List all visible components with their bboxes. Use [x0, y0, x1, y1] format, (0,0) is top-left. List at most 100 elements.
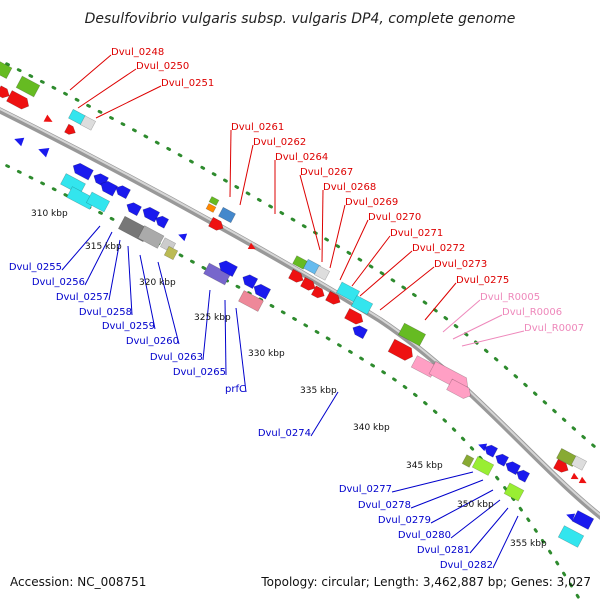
gene-arrow: [0, 85, 10, 99]
gene-label: Dvul_0248: [111, 47, 164, 58]
gene-label: Dvul_0279: [378, 515, 431, 526]
gene-arrow: [495, 453, 510, 467]
gene-label: Dvul_0260: [126, 336, 179, 347]
accession-text: Accession: NC_008751: [10, 575, 146, 589]
gene-label: Dvul_0261: [231, 122, 284, 133]
leader-line: [339, 219, 369, 281]
gene-label: Dvul_0259: [102, 321, 155, 332]
gene-arrow: [446, 378, 471, 399]
gene-arrow: [43, 114, 53, 122]
tick-dot-line: [0, 160, 582, 600]
gene-label: Dvul_0275: [456, 275, 509, 286]
gene-label: Dvul_0264: [275, 152, 328, 163]
leader-line: [379, 266, 435, 311]
leader-line: [139, 254, 156, 330]
leader-line: [359, 250, 413, 297]
gene-arrow: [387, 338, 413, 361]
gene-box: [137, 225, 165, 249]
gene-arrow: [115, 185, 131, 200]
leader-line: [461, 330, 525, 347]
leader-line: [391, 471, 474, 493]
gene-arrow: [516, 469, 531, 483]
gene-label: Dvul_0278: [358, 500, 411, 511]
scale-label: 330 kbp: [248, 349, 285, 359]
leader-line: [157, 261, 180, 345]
gene-label: Dvul_0265: [173, 367, 226, 378]
gene-box: [238, 290, 264, 312]
gene-arrow: [72, 162, 94, 181]
leader-line: [224, 299, 227, 376]
gene-arrow: [484, 444, 499, 458]
leader-line: [95, 85, 162, 119]
gene-box: [350, 295, 374, 315]
gene-label: Dvul_0256: [32, 277, 85, 288]
gene-label: Dvul_0270: [368, 212, 421, 223]
map-title: Desulfovibrio vulgaris subsp. vulgaris D…: [85, 11, 516, 27]
tick-dot-lines: [0, 58, 600, 600]
gene-box: [471, 456, 495, 476]
gene-label: Dvul_0271: [390, 228, 443, 239]
scale-label: 315 kbp: [85, 242, 122, 252]
gene-arrow: [253, 283, 272, 300]
leader-line: [424, 282, 457, 321]
gene-box: [0, 61, 13, 79]
gene-box: [205, 203, 217, 213]
gene-arrow: [288, 268, 304, 283]
gene-box: [218, 206, 236, 224]
gene-label: Dvul_0257: [56, 292, 109, 303]
leader-line: [61, 225, 101, 271]
leader-line: [442, 299, 481, 333]
gene-box: [461, 454, 475, 468]
gene-arrow: [6, 90, 30, 110]
gene-arrow: [155, 215, 170, 229]
label-leader-lines: [61, 54, 525, 569]
genome-backbone: [0, 107, 600, 520]
leader-line: [235, 307, 247, 393]
gene-box: [15, 75, 41, 98]
leader-line: [77, 68, 137, 109]
gene-box: [557, 525, 585, 548]
gene-box: [313, 265, 331, 281]
gene-arrow: [352, 325, 368, 340]
gene-arrow: [14, 137, 25, 147]
scale-label: 310 kbp: [31, 209, 68, 219]
gene-features: [0, 61, 595, 548]
leader-line: [299, 174, 321, 251]
gene-label: Dvul_0263: [150, 352, 203, 363]
leader-line: [229, 129, 232, 198]
leader-line: [410, 479, 484, 509]
leader-line: [202, 289, 211, 361]
leader-line: [452, 314, 503, 340]
gene-label: Dvul_0262: [253, 137, 306, 148]
gene-arrow: [178, 233, 188, 242]
leader-line: [351, 235, 391, 287]
gene-arrow: [208, 216, 224, 231]
gene-label: Dvul_0255: [9, 262, 62, 273]
gene-label: Dvul_0250: [136, 61, 189, 72]
gene-arrow: [505, 461, 521, 476]
gene-box: [85, 191, 111, 213]
gene-label: Dvul_0251: [161, 78, 214, 89]
leader-line: [430, 489, 494, 524]
scale-label: 340 kbp: [353, 423, 390, 433]
tick-dot-line: [0, 58, 600, 453]
gene-arrow: [242, 274, 259, 290]
gene-label: Dvul_0281: [417, 545, 470, 556]
leader-line: [492, 515, 519, 569]
gene-box: [503, 482, 525, 502]
gene-arrow: [478, 443, 488, 452]
leader-line: [450, 499, 501, 539]
gene-label: Dvul_0277: [339, 484, 392, 495]
gene-arrow: [566, 513, 576, 522]
gene-box: [203, 262, 231, 286]
leader-line: [69, 54, 112, 91]
gene-label: Dvul_0267: [300, 167, 353, 178]
gene-label: Dvul_0258: [79, 307, 132, 318]
gene-box: [79, 115, 97, 131]
scale-label: 325 kbp: [194, 313, 231, 323]
gene-box: [163, 245, 179, 261]
gene-label: Dvul_0269: [345, 197, 398, 208]
scale-label: 345 kbp: [406, 461, 443, 471]
gene-label: Dvul_0280: [398, 530, 451, 541]
